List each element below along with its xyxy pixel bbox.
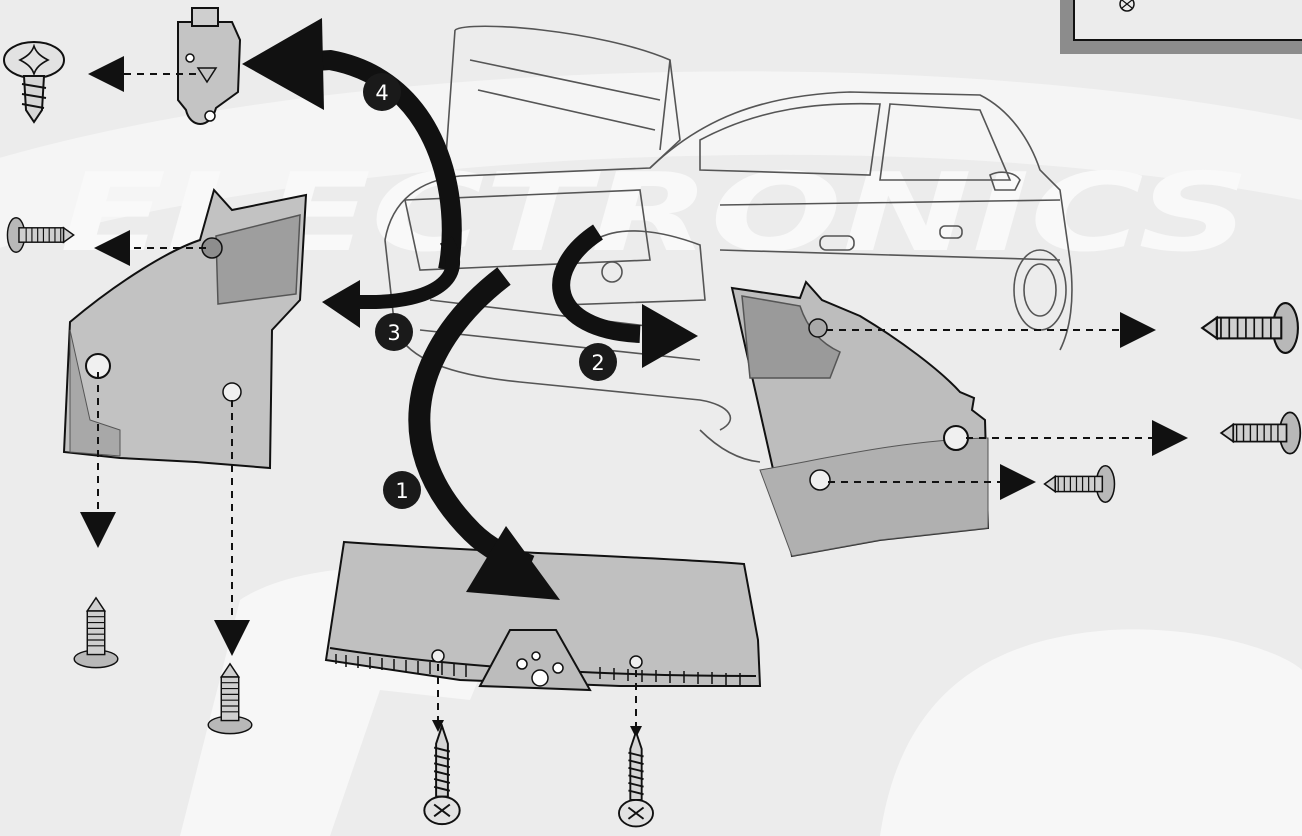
fastener-removal-lines (80, 230, 1188, 738)
curved-arrow-icon-step-3 (322, 236, 460, 328)
step-badge-1: 1 (383, 471, 421, 509)
lock-striker-icon (177, 7, 242, 125)
curved-arrow-icon-step-2 (552, 224, 698, 368)
curved-arrow-icon-step-1 (408, 267, 560, 600)
step-badge-2: 2 (579, 343, 617, 381)
step-number-2: 2 (591, 351, 604, 375)
rear-trim-panel (324, 540, 762, 692)
bolt-icon (1119, 0, 1135, 12)
step-number-4: 4 (375, 81, 388, 105)
inset-callout-box (1060, 0, 1302, 54)
right-side-trim-panel (730, 280, 990, 558)
phillips-bolt-icon (3, 41, 65, 124)
left-side-trim-panel (62, 187, 308, 470)
step-number-3: 3 (387, 321, 400, 345)
step-badge-4: 4 (363, 73, 401, 111)
step-number-1: 1 (395, 479, 408, 503)
step-badge-3: 3 (375, 313, 413, 351)
